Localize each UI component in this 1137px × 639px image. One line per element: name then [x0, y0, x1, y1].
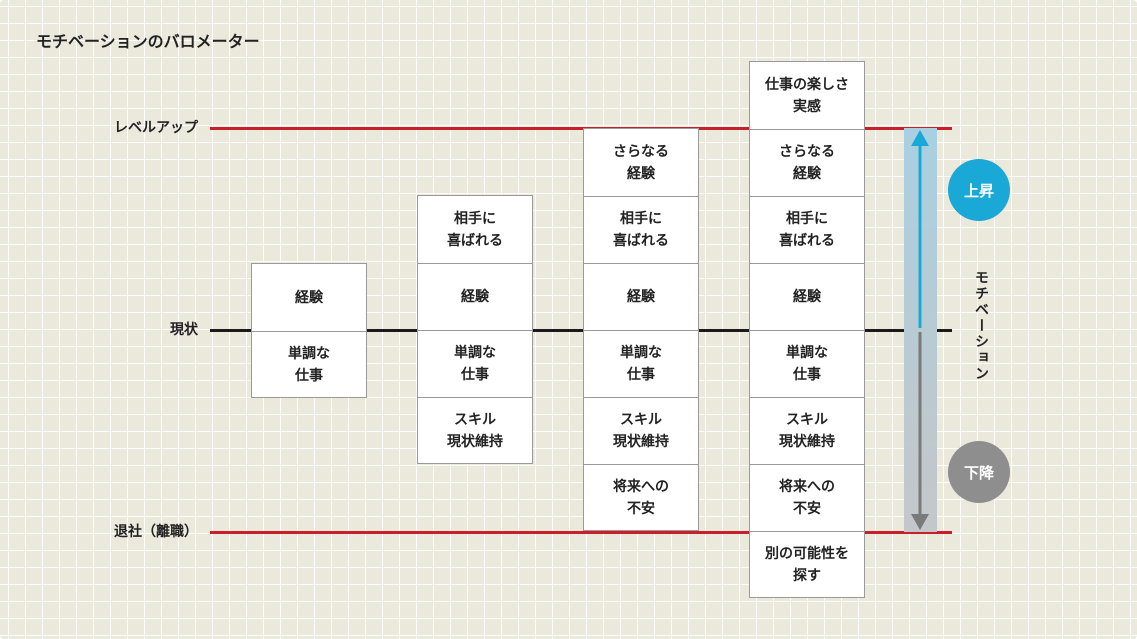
- current-label: 現状: [170, 322, 198, 338]
- column-cell: スキル 現状維持: [418, 397, 532, 464]
- resign-line: [210, 531, 952, 534]
- column-cell: さらなる 経験: [613, 143, 669, 182]
- column-cell: 相手に 喜ばれる: [447, 210, 503, 249]
- column-cell: 仕事の楽しさ 実感: [765, 76, 849, 115]
- column-cell: 将来への 不安: [584, 464, 698, 531]
- resign-label: 退社（離職）: [114, 524, 198, 540]
- down-arrow-head: [911, 514, 929, 530]
- current-line: [210, 329, 952, 332]
- levelup-line: [210, 127, 952, 130]
- levelup-label: レベルアップ: [114, 120, 198, 136]
- column-cell: 相手に 喜ばれる: [584, 196, 698, 263]
- column-cell: スキル 現状維持: [750, 397, 864, 464]
- column-cell: 単調な 仕事: [584, 330, 698, 397]
- down-badge: 下降: [948, 441, 1010, 503]
- column-cell: 経験: [750, 263, 864, 330]
- stage-column-3: さらなる 経験 相手に 喜ばれる 経験 単調な 仕事 スキル 現状維持 将来への…: [583, 128, 699, 531]
- up-badge: 上昇: [948, 159, 1010, 221]
- column-cell: スキル 現状維持: [584, 397, 698, 464]
- column-cell: 相手に 喜ばれる: [750, 196, 864, 263]
- column-cell: 別の可能性を 探す: [750, 531, 864, 598]
- column-cell: さらなる 経験: [750, 129, 864, 196]
- down-badge-label: 下降: [963, 463, 994, 482]
- column-cell: 経験: [584, 263, 698, 330]
- column-cell: 経験: [418, 263, 532, 330]
- stage-column-1: 経験 単調な 仕事: [251, 263, 367, 398]
- column-cell: 経験: [295, 289, 323, 306]
- column-cell: 単調な 仕事: [750, 330, 864, 397]
- stage-column-2: 相手に 喜ばれる 経験 単調な 仕事 スキル 現状維持: [417, 195, 533, 464]
- stage-column-4: 仕事の楽しさ 実感 さらなる 経験 相手に 喜ばれる 経験 単調な 仕事 スキル…: [749, 61, 865, 598]
- up-arrow-head: [911, 130, 929, 146]
- column-cell: 単調な 仕事: [252, 331, 366, 398]
- column-cell: 将来への 不安: [750, 464, 864, 531]
- diagram-title: モチベーションのバロメーター: [36, 32, 260, 51]
- up-badge-label: 上昇: [963, 181, 994, 200]
- motivation-axis-label: モチベーション: [973, 270, 989, 382]
- column-cell: 単調な 仕事: [418, 330, 532, 397]
